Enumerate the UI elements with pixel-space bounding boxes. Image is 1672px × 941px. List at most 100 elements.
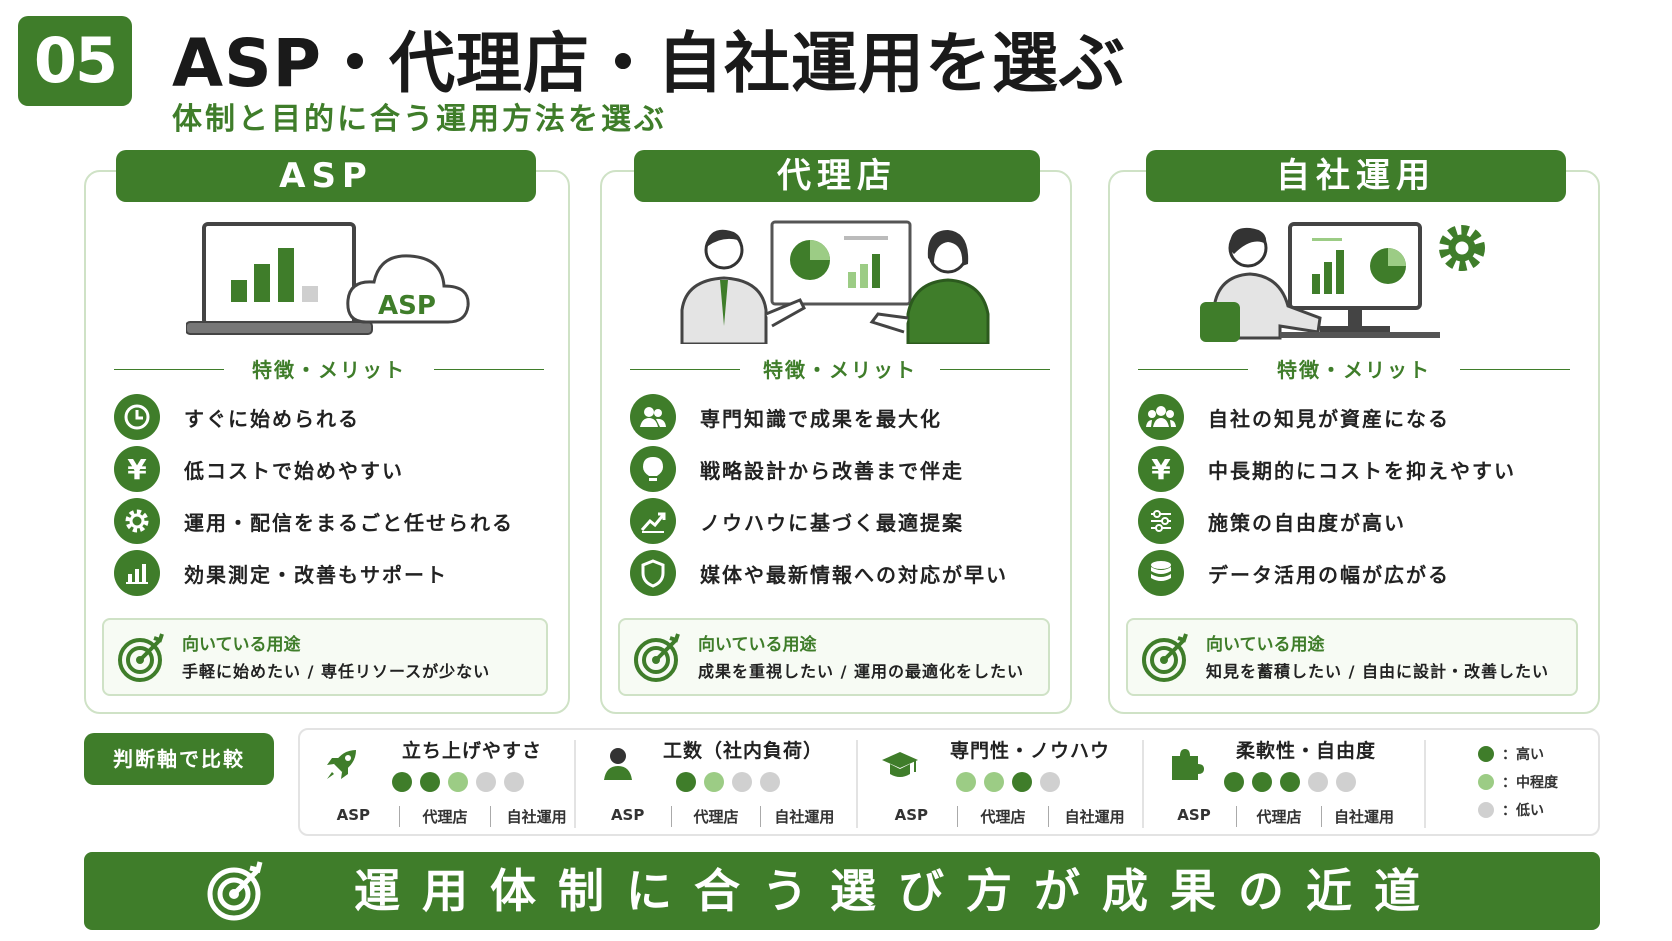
feature-item: データ活用の幅が広がる bbox=[1138, 550, 1450, 596]
conclusion-text: 運用体制に合う選び方が成果の近道 bbox=[354, 864, 1442, 918]
column-agency: 代理店 特徴・メリット 専門知識で成果を最大化 戦略設計から改善まで伴走 ノウハ… bbox=[600, 150, 1072, 714]
features-label-text: 特徴・メリット bbox=[252, 358, 406, 382]
gear-icon bbox=[114, 498, 160, 544]
sub-label: 代理店 bbox=[398, 806, 491, 827]
feature-item: 媒体や最新情報への対応が早い bbox=[630, 550, 1008, 596]
page-subtitle: 体制と目的に合う運用方法を選ぶ bbox=[172, 102, 667, 137]
column-title-asp: ASP bbox=[116, 150, 536, 202]
consultation-illustration bbox=[680, 220, 990, 344]
feature-text: ノウハウに基づく最適提案 bbox=[700, 510, 964, 535]
feature-item: 運用・配信をまるごと任せられる bbox=[114, 498, 514, 544]
laptop-cloud-illustration: ASP bbox=[186, 222, 470, 335]
feature-item: 効果測定・改善もサポート bbox=[114, 550, 448, 596]
divider bbox=[1460, 369, 1570, 370]
group-icon bbox=[1138, 394, 1184, 440]
sub-label: ASP bbox=[1177, 806, 1211, 824]
metric-sub-labels: ASP 代理店自社運用 bbox=[584, 806, 848, 827]
feature-text: 媒体や最新情報への対応が早い bbox=[700, 562, 1008, 587]
legend-item-low: ：低い bbox=[1478, 796, 1588, 824]
use-case-title: 向いている用途 bbox=[182, 635, 301, 655]
features-label-text: 特徴・メリット bbox=[763, 358, 917, 382]
feature-item: ノウハウに基づく最適提案 bbox=[630, 498, 964, 544]
rating-dot-high bbox=[1280, 772, 1300, 792]
feature-text: すぐに始められる bbox=[184, 406, 360, 431]
legend-dot bbox=[1478, 746, 1494, 762]
divider bbox=[856, 740, 858, 828]
column-inhouse: 自社運用 特徴・メリット 自社の知見が資産になる ¥ 中長期的にコストを抑えやす… bbox=[1108, 150, 1600, 714]
feature-text: 戦略設計から改善まで伴走 bbox=[700, 458, 964, 483]
legend-label: ：低い bbox=[1502, 803, 1544, 819]
rating-dot-mid bbox=[984, 772, 1004, 792]
rating-dot-low bbox=[504, 772, 524, 792]
legend-label: ：高い bbox=[1502, 747, 1544, 763]
section-number-badge: 05 bbox=[18, 16, 132, 106]
rating-dot-mid bbox=[704, 772, 724, 792]
column-asp: ASP ASP 特徴・メリット すぐに始められる ¥ 低コストで始めやすい 運用… bbox=[84, 150, 570, 714]
sub-label: 自社運用 bbox=[490, 806, 582, 827]
clock-icon bbox=[114, 394, 160, 440]
divider bbox=[1138, 369, 1248, 370]
metric-title: 立ち上げやすさ bbox=[401, 740, 542, 762]
feature-item: ¥ 低コストで始めやすい bbox=[114, 446, 404, 492]
person-icon bbox=[604, 748, 632, 780]
rating-dot-high bbox=[676, 772, 696, 792]
legend-dot bbox=[1478, 802, 1494, 818]
feature-item: 自社の知見が資産になる bbox=[1138, 394, 1450, 440]
legend-item-mid: ：中程度 bbox=[1478, 768, 1588, 796]
conclusion-banner: 運用体制に合う選び方が成果の近道 bbox=[84, 852, 1600, 930]
yen-icon: ¥ bbox=[114, 446, 160, 492]
feature-text: データ活用の幅が広がる bbox=[1208, 562, 1450, 587]
rating-dot-low bbox=[1040, 772, 1060, 792]
inhouse-operation-illustration bbox=[1200, 222, 1485, 342]
legend-item-high: ：高い bbox=[1478, 740, 1588, 768]
target-icon bbox=[1142, 633, 1188, 682]
rating-dot-high bbox=[392, 772, 412, 792]
rating-dot-mid bbox=[448, 772, 468, 792]
divider bbox=[114, 369, 224, 370]
feature-text: 施策の自由度が高い bbox=[1208, 510, 1406, 535]
rating-dot-mid bbox=[956, 772, 976, 792]
legend-dot bbox=[1478, 774, 1494, 790]
use-case-box-inhouse: 向いている用途 知見を蓄積したい / 自由に設計・改善したい bbox=[1126, 618, 1578, 696]
features-label-asp: 特徴・メリット bbox=[114, 354, 544, 384]
use-case-box-agency: 向いている用途 成果を重視したい / 運用の最適化をしたい bbox=[618, 618, 1050, 696]
sub-label: 代理店 bbox=[671, 806, 759, 827]
legend-label: ：中程度 bbox=[1502, 775, 1558, 791]
rating-dot-low bbox=[1336, 772, 1356, 792]
column-title-inhouse: 自社運用 bbox=[1146, 150, 1566, 202]
sub-label: ASP bbox=[894, 806, 929, 824]
comparison-tag: 判断軸で比較 bbox=[84, 733, 274, 785]
divider bbox=[1142, 740, 1144, 828]
target-icon bbox=[118, 633, 164, 682]
cloud-asp-label: ASP bbox=[378, 291, 436, 321]
feature-text: 自社の知見が資産になる bbox=[1208, 406, 1450, 431]
shield-icon bbox=[630, 550, 676, 596]
database-icon bbox=[1138, 550, 1184, 596]
sliders-icon bbox=[1138, 498, 1184, 544]
feature-item: ¥ 中長期的にコストを抑えやすい bbox=[1138, 446, 1516, 492]
target-icon bbox=[207, 861, 263, 921]
page-title: ASP・代理店・自社運用を選ぶ bbox=[172, 25, 1126, 102]
divider bbox=[940, 369, 1050, 370]
rating-dot-high bbox=[1224, 772, 1244, 792]
divider bbox=[434, 369, 544, 370]
use-case-title: 向いている用途 bbox=[698, 635, 817, 655]
target-icon bbox=[634, 633, 680, 682]
divider bbox=[1424, 740, 1426, 828]
features-label-agency: 特徴・メリット bbox=[630, 354, 1050, 384]
use-case-text: 手軽に始めたい / 専任リソースが少ない bbox=[182, 662, 491, 681]
sub-label: 自社運用 bbox=[759, 806, 848, 827]
metric-title: 柔軟性・自由度 bbox=[1235, 740, 1376, 762]
feature-item: 戦略設計から改善まで伴走 bbox=[630, 446, 964, 492]
lightbulb-icon bbox=[630, 446, 676, 492]
sub-label: 代理店 bbox=[1236, 806, 1321, 827]
rating-dot-high bbox=[1012, 772, 1032, 792]
rating-dot-low bbox=[476, 772, 496, 792]
sub-label: ASP bbox=[610, 806, 645, 824]
